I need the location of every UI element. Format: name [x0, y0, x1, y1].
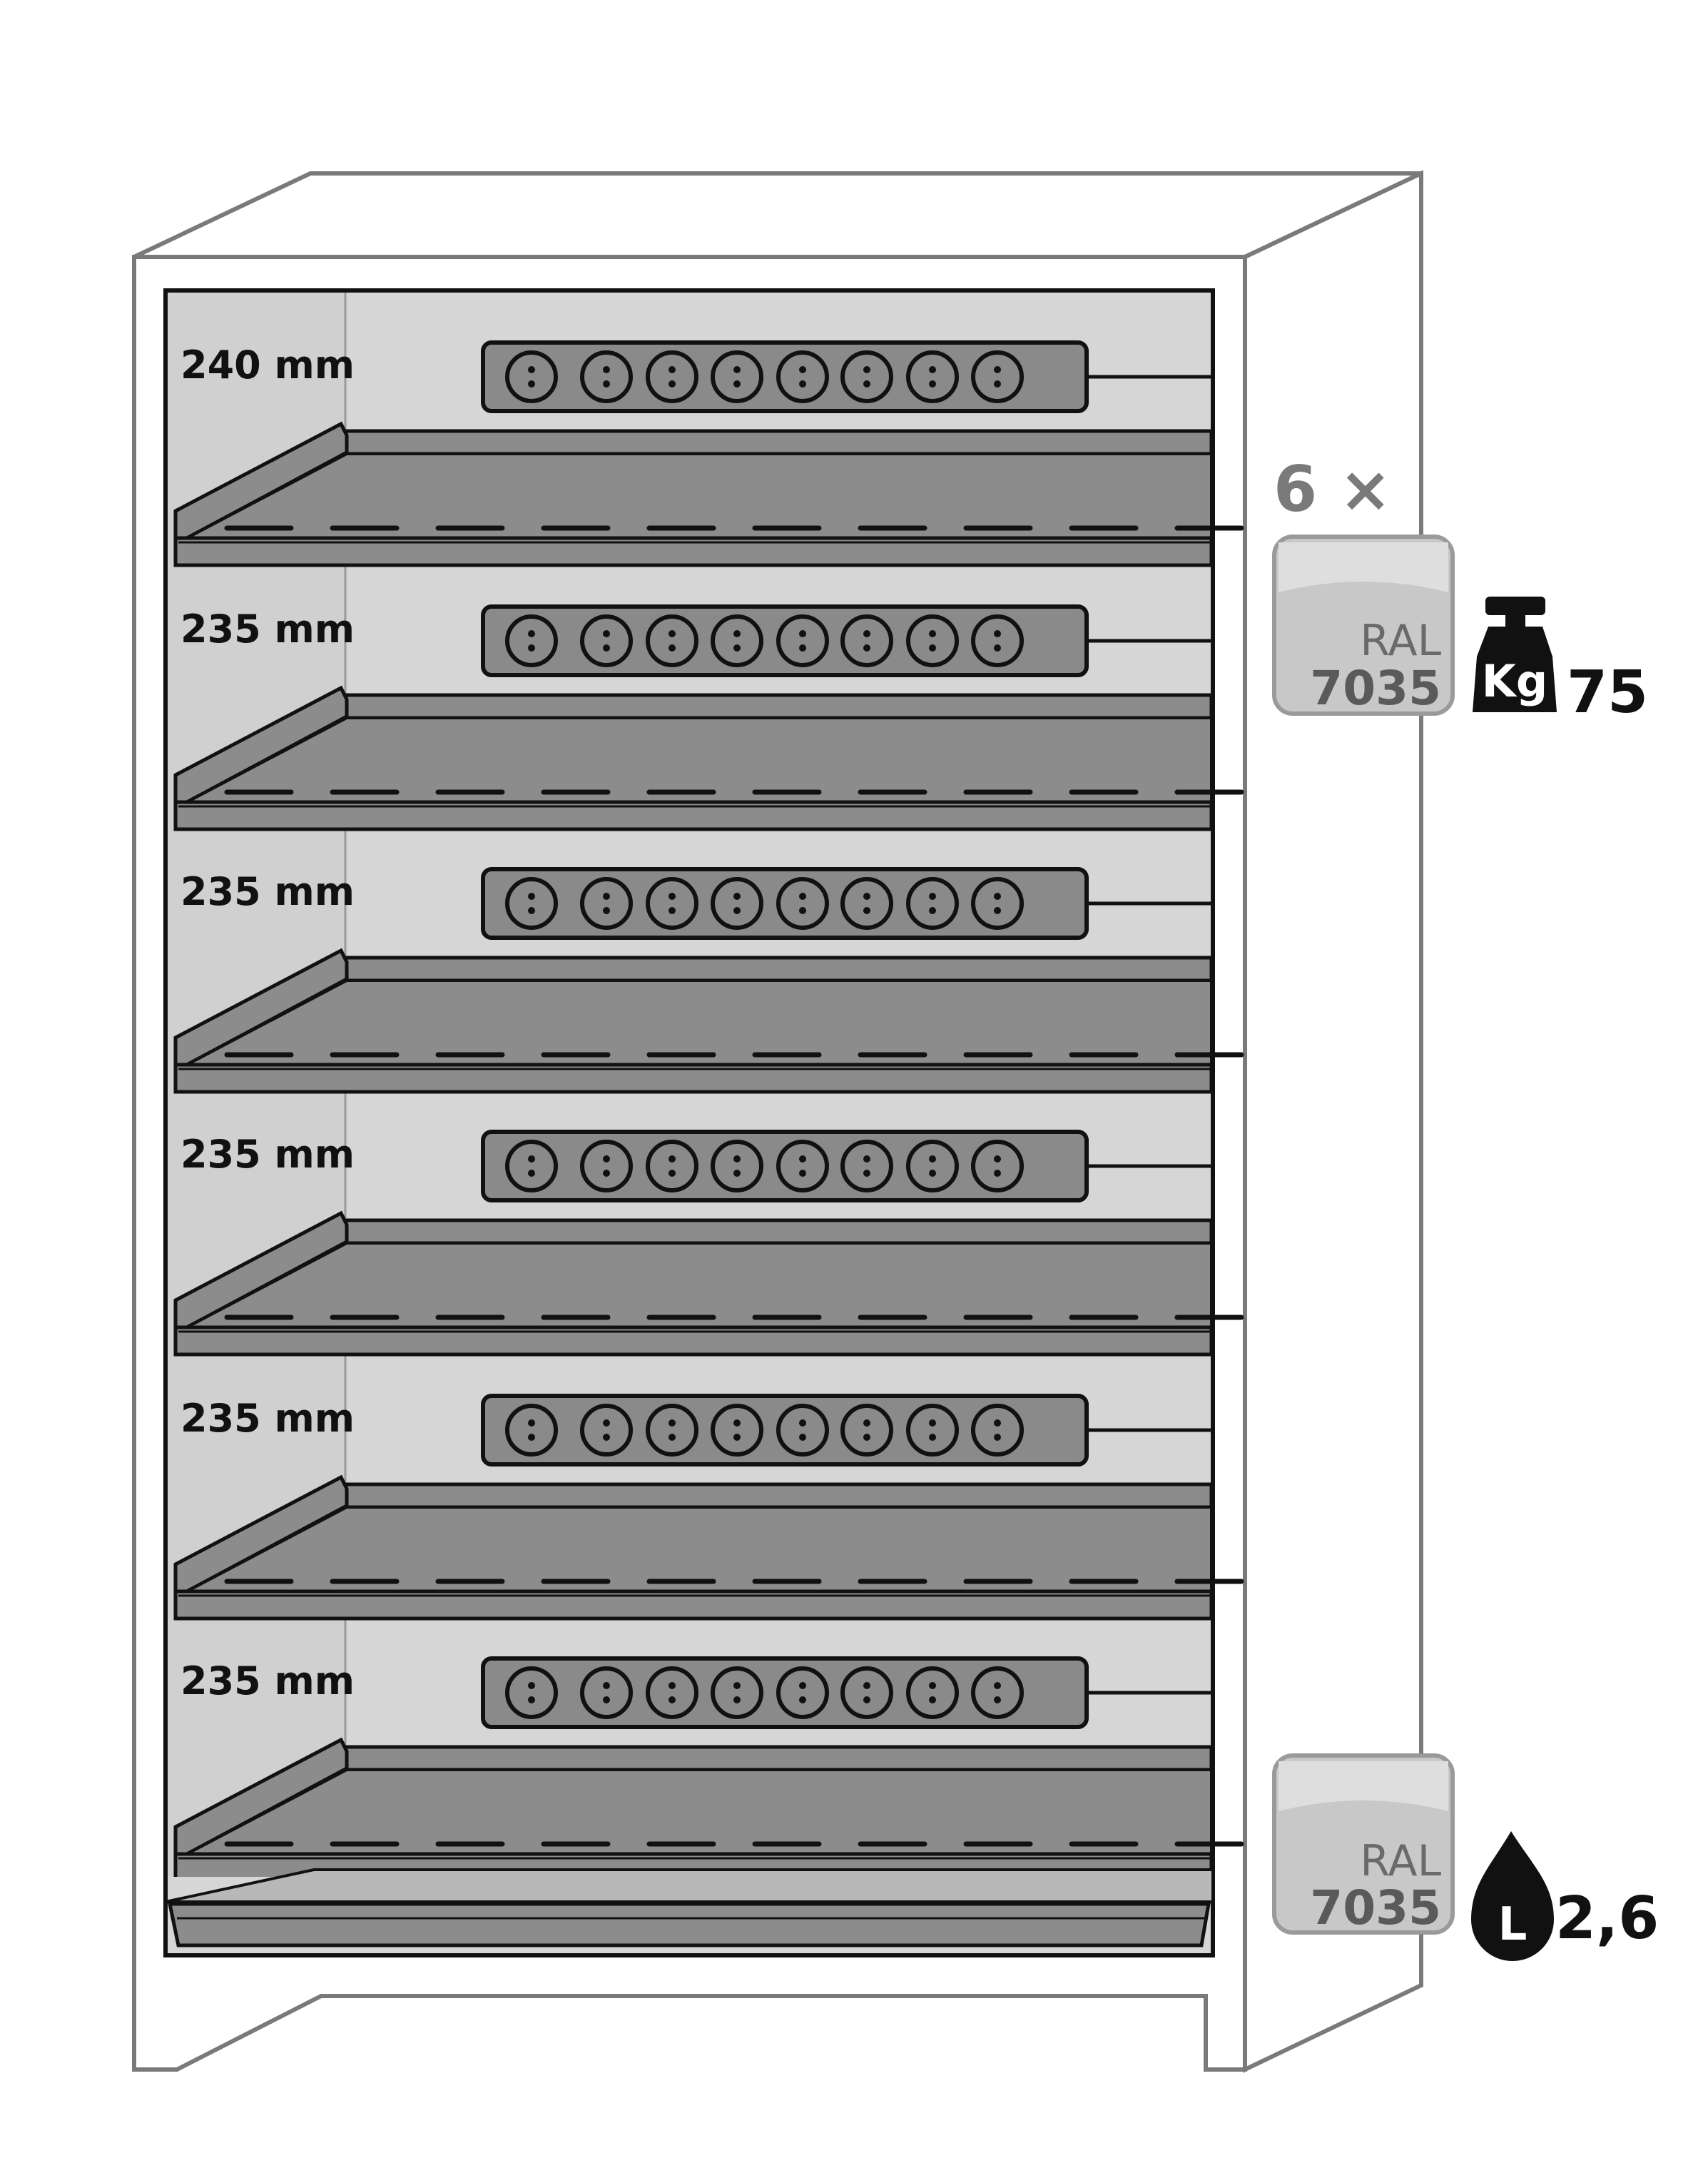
socket-icon [580, 1140, 633, 1192]
socket-icon [646, 614, 698, 667]
sump-volume-value: 2,6 [1555, 1885, 1659, 1952]
sump-ral-code: 7035 [1310, 1880, 1441, 1935]
compartment-height-label: 235 mm [181, 869, 355, 914]
socket-icon [646, 350, 698, 403]
socket-icon [646, 1666, 698, 1719]
sump-color-swatch: RAL 7035 [1272, 1753, 1455, 1935]
socket-icon [971, 1666, 1024, 1719]
socket-icon [580, 877, 633, 930]
socket-icon [971, 877, 1024, 930]
socket-icon [711, 614, 763, 667]
compartment-height-label: 235 mm [181, 1658, 355, 1703]
socket-icon [776, 1140, 829, 1192]
compartment: 235 mm [173, 867, 1244, 1094]
shelf [173, 1737, 1244, 1883]
socket-icon [840, 1404, 893, 1457]
socket-icon [711, 1666, 763, 1719]
socket-icon [646, 877, 698, 930]
sump-info: RAL 7035 L 2,6 [1272, 1753, 1659, 1961]
cabinet-top [133, 171, 1423, 259]
socket-icon [580, 1404, 633, 1457]
socket-icon [906, 350, 959, 403]
socket-icon [505, 1404, 558, 1457]
socket-icon [776, 877, 829, 930]
socket-icon [646, 1140, 698, 1192]
socket-icon [711, 1140, 763, 1192]
compartment-height-label: 235 mm [181, 1396, 355, 1441]
shelf-color-swatch: RAL 7035 [1272, 535, 1455, 716]
shelf-ral-code: 7035 [1310, 661, 1441, 716]
socket-icon [906, 877, 959, 930]
socket-icon [840, 1666, 893, 1719]
socket-icon [971, 350, 1024, 403]
compartments: 240 mm 235 mm 235 mm 235 mm 235 mm 235 mm [173, 340, 1244, 1883]
compartment-height-label: 235 mm [181, 1132, 355, 1177]
socket-icon [971, 1404, 1024, 1457]
socket-icon [906, 614, 959, 667]
compartment-height-label: 240 mm [181, 343, 355, 387]
socket-icon [840, 1140, 893, 1192]
socket-icon [505, 1140, 558, 1192]
socket-icon [711, 1404, 763, 1457]
compartment: 240 mm [173, 340, 1244, 567]
socket-icon [505, 614, 558, 667]
socket-icon [971, 1140, 1024, 1192]
socket-icon [840, 877, 893, 930]
socket-icon [906, 1140, 959, 1192]
shelf [173, 948, 1244, 1094]
shelf [173, 421, 1244, 567]
socket-icon [711, 350, 763, 403]
socket-icon [971, 614, 1024, 667]
shelf [173, 1474, 1244, 1621]
socket-icon [505, 1666, 558, 1719]
socket-icon [776, 1404, 829, 1457]
socket-icon [776, 350, 829, 403]
shelf [173, 685, 1244, 831]
volume-unit-label: L [1498, 1898, 1527, 1951]
shelf-info: 6 × RAL 7035 Kg 75 [1272, 452, 1648, 726]
weight-icon: Kg [1473, 597, 1557, 712]
socket-icon [840, 350, 893, 403]
compartment-height-label: 235 mm [181, 607, 355, 652]
socket-icon [580, 1666, 633, 1719]
socket-icon [580, 614, 633, 667]
shelf [173, 1210, 1244, 1357]
socket-icon [711, 877, 763, 930]
shelf-count-label: 6 × [1274, 452, 1392, 526]
compartment: 235 mm [173, 1394, 1244, 1621]
socket-icon [646, 1404, 698, 1457]
socket-icon [776, 1666, 829, 1719]
socket-icon [906, 1404, 959, 1457]
socket-icon [505, 350, 558, 403]
socket-icon [906, 1666, 959, 1719]
bottom-sump [165, 1868, 1214, 1952]
socket-icon [505, 877, 558, 930]
sump-ral-label: RAL [1360, 1836, 1441, 1886]
compartment: 235 mm [173, 1130, 1244, 1357]
shelf-ral-label: RAL [1360, 616, 1441, 666]
compartment: 235 mm [173, 604, 1244, 831]
compartment: 235 mm [173, 1656, 1244, 1883]
socket-icon [776, 614, 829, 667]
socket-icon [580, 350, 633, 403]
liquid-drop-icon: L [1471, 1831, 1554, 1961]
socket-icon [840, 614, 893, 667]
shelf-load-value: 75 [1567, 659, 1648, 726]
weight-unit-label: Kg [1482, 655, 1547, 707]
